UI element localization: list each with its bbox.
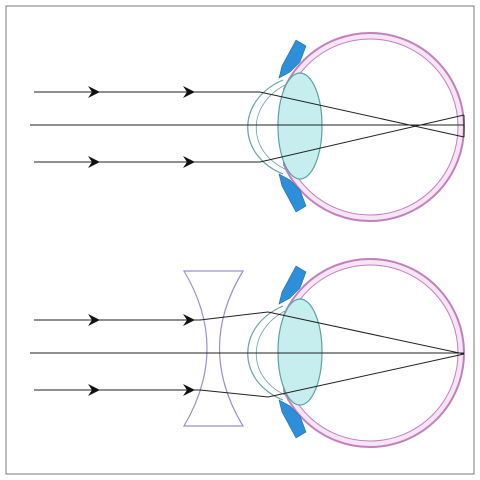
iris-lower [278, 173, 307, 213]
arrowhead-icon [88, 86, 100, 98]
crystalline-lens [277, 298, 323, 406]
cornea-inner [255, 83, 288, 171]
arrowhead-icon [88, 156, 100, 168]
ray-top-diverged [199, 311, 269, 321]
arrowhead-icon [88, 314, 100, 326]
diagram-frame [5, 5, 475, 475]
light-rays [30, 91, 465, 163]
ray-bottom-refracted [267, 353, 465, 398]
ray-arrows [88, 314, 195, 396]
ray-bottom-diverged [199, 389, 269, 398]
arrowhead-icon [183, 86, 195, 98]
cornea-inner [255, 309, 288, 397]
ray-top-refracted [267, 311, 465, 355]
panel-corrected [30, 258, 465, 448]
cornea [247, 79, 284, 175]
ray-bottom-refracted [259, 114, 465, 163]
iris-upper [278, 39, 307, 79]
ray-top-refracted [259, 91, 465, 138]
light-rays [30, 311, 465, 398]
arrowhead-icon [183, 384, 195, 396]
eye-icon [247, 32, 465, 222]
ray-arrows [88, 86, 195, 168]
crystalline-lens [277, 72, 323, 180]
iris-upper [278, 265, 307, 305]
arrowhead-icon [183, 156, 195, 168]
arrowhead-icon [183, 314, 195, 326]
arrowhead-icon [88, 384, 100, 396]
panel-uncorrected [30, 32, 465, 222]
concave-lens-icon [182, 270, 245, 427]
iris-lower [278, 399, 307, 439]
